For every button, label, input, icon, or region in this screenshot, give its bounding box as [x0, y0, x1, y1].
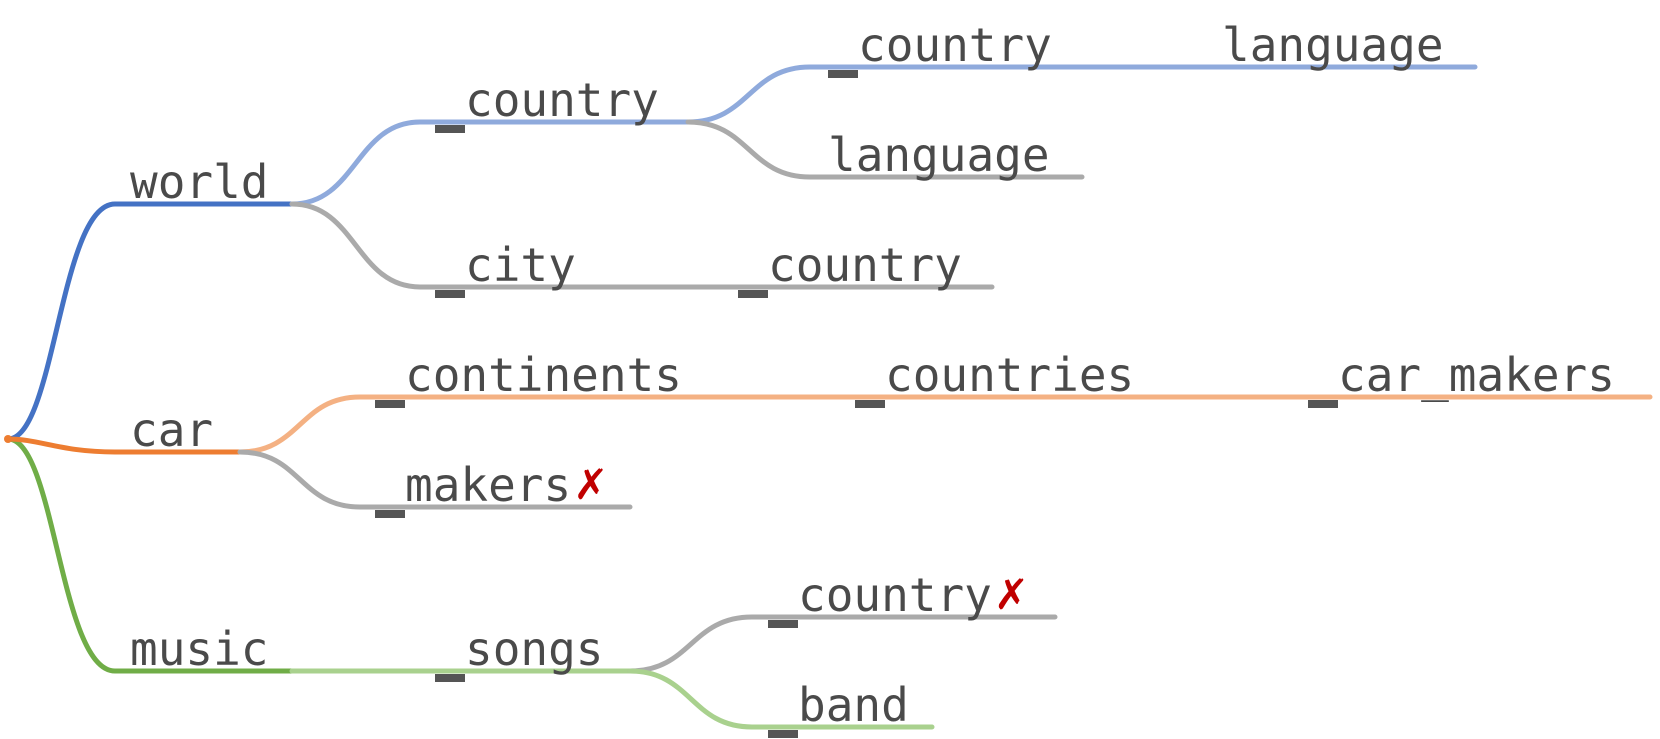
edge-car-continents: [237, 394, 1653, 455]
edge-music-songs-country: [627, 614, 1058, 674]
node-world-country-country-language: language: [1222, 18, 1444, 72]
node-world-country-language: language: [828, 128, 1050, 182]
node-world-country: country: [465, 73, 659, 127]
root-node: [4, 435, 12, 443]
node-world-city-underscore: [435, 290, 465, 298]
node-car: car: [130, 403, 213, 457]
node-car-countries-underscore: [855, 400, 885, 408]
node-world-city-country-underscore: [738, 290, 768, 298]
node-world: world: [130, 155, 268, 209]
edge-music: [5, 436, 295, 674]
node-music-songs-country: country: [798, 568, 992, 622]
node-car-makers: makers: [405, 458, 571, 512]
edge-car: [5, 436, 243, 455]
node-music-songs-country-underscore: [768, 620, 798, 628]
node-car-car-makers-underscore: [1308, 400, 1338, 408]
edge-world-country-language: [685, 119, 1085, 180]
edge-world-city: [289, 201, 995, 290]
node-world-country-underscore: [435, 125, 465, 133]
node-music-songs-underscore: [435, 674, 465, 682]
node-car-continents: continents: [405, 348, 682, 402]
edge-world: [5, 201, 295, 442]
node-music-songs-band: band: [798, 678, 909, 732]
node-world-city-country: country: [768, 238, 962, 292]
edge-world-country: [289, 119, 691, 207]
node-music-songs-band-underscore: [768, 730, 798, 738]
node-car-makers-error-mark: ✗: [573, 460, 608, 509]
edge-music-songs-band: [627, 668, 935, 730]
node-car-makers-underscore: [375, 510, 405, 518]
node-car-continents-underscore: [375, 400, 405, 408]
node-car-car-makers: car_makers: [1338, 348, 1615, 402]
edge-world-country-country: [685, 64, 1478, 125]
node-world-country-country-underscore: [828, 70, 858, 78]
edge-car-makers: [237, 449, 633, 510]
node-music-songs: songs: [465, 622, 603, 676]
node-music-songs-country-error-mark: ✗: [994, 570, 1029, 619]
node-music: music: [130, 622, 268, 676]
node-world-city: city: [465, 238, 576, 292]
node-car-countries: countries: [885, 348, 1134, 402]
node-world-country-country: country: [858, 18, 1052, 72]
